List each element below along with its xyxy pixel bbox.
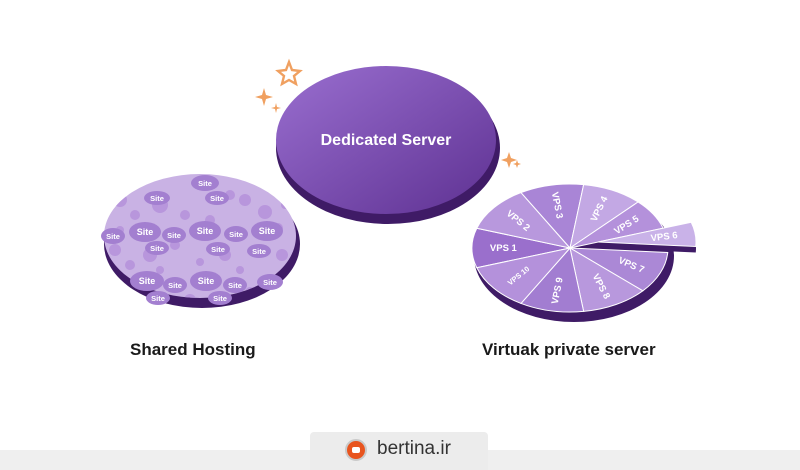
- vps-slice-label: VPS 3: [549, 191, 565, 220]
- site-bubble: [162, 227, 186, 243]
- site-label: Site: [168, 281, 182, 290]
- site-label: Site: [263, 278, 277, 287]
- site-bubble: [247, 244, 271, 258]
- site-bubble: [239, 194, 251, 206]
- site-label: Site: [197, 226, 214, 236]
- vps-slice: [476, 191, 572, 249]
- site-label: Site: [198, 179, 212, 188]
- dedicated-server-disc: Dedicated Server: [276, 66, 500, 224]
- site-bubble: [224, 226, 248, 242]
- sparkle-icon: [501, 152, 521, 168]
- site-label: Site: [211, 245, 225, 254]
- site-label: Site: [259, 226, 276, 236]
- site-label: Site: [150, 194, 164, 203]
- sparkle-icon: [255, 58, 303, 113]
- vps-slice: [569, 246, 644, 312]
- footer-brand-tab: [310, 432, 488, 470]
- site-bubble: [257, 274, 283, 290]
- site-bubble: [189, 221, 221, 241]
- site-label: Site: [139, 276, 156, 286]
- vps-slice: [597, 221, 697, 247]
- site-bubble: [184, 294, 196, 298]
- vps-slice-label: VPS 6: [650, 230, 678, 244]
- site-label: Site: [137, 227, 154, 237]
- site-bubble: [190, 271, 222, 291]
- site-label: Site: [228, 281, 242, 290]
- site-bubble: [208, 291, 232, 305]
- site-bubble: [251, 221, 283, 241]
- site-label: Site: [252, 247, 266, 256]
- brand-logo-icon: [345, 439, 367, 461]
- site-bubble: [113, 193, 127, 207]
- site-bubble: [146, 291, 170, 305]
- site-bubble: [109, 244, 121, 256]
- site-label: Site: [106, 232, 120, 241]
- site-label: Site: [167, 231, 181, 240]
- site-bubble: [125, 260, 135, 270]
- site-bubble: [156, 266, 164, 274]
- site-bubble: [191, 175, 219, 191]
- vps-label: Virtuak private server: [482, 340, 656, 359]
- site-bubble: [205, 191, 229, 205]
- site-bubble: [145, 241, 169, 255]
- vps-slice: [476, 247, 572, 305]
- site-bubble: [236, 266, 244, 274]
- shared-hosting-label: Shared Hosting: [130, 340, 256, 359]
- site-label: Site: [151, 294, 165, 303]
- vps-slice-label: VPS 9: [550, 277, 566, 306]
- dedicated-server-label: Dedicated Server: [321, 132, 452, 149]
- site-label: Site: [229, 230, 243, 239]
- site-label: Site: [210, 194, 224, 203]
- site-bubble: [163, 277, 187, 293]
- site-label: Site: [198, 276, 215, 286]
- site-bubble: [180, 210, 190, 220]
- site-bubble: [101, 228, 125, 244]
- site-bubble: [196, 258, 204, 266]
- site-bubble: [206, 242, 230, 256]
- site-label: Site: [213, 294, 227, 303]
- site-bubble: [130, 271, 164, 291]
- brand-name: bertina.ir: [377, 438, 451, 459]
- site-bubble: [223, 277, 247, 293]
- site-label: Site: [150, 244, 164, 253]
- site-bubble: [258, 205, 272, 219]
- site-bubble: [130, 210, 140, 220]
- site-bubble: [129, 222, 161, 242]
- vps-slice-label: VPS 1: [490, 243, 518, 254]
- site-bubble: [281, 201, 289, 209]
- site-bubble: [276, 249, 288, 261]
- site-bubble: [144, 191, 170, 205]
